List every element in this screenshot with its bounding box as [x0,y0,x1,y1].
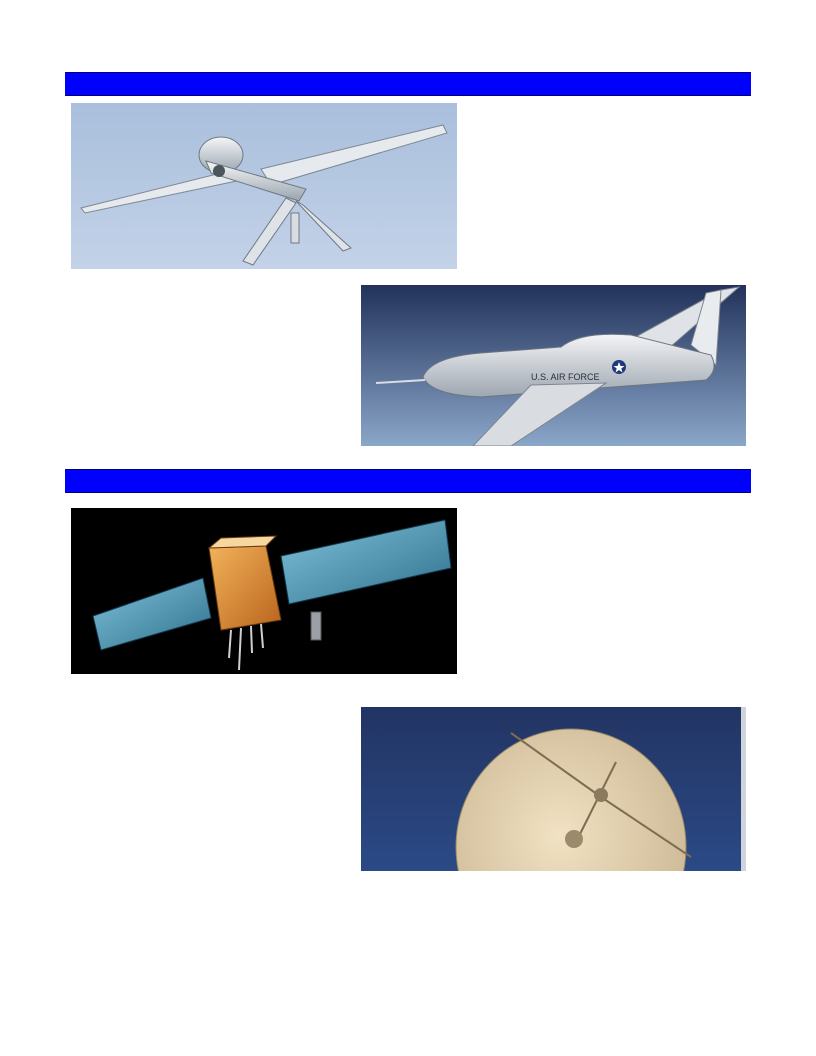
satellite-dish-photo [361,707,746,871]
section-header-bar-satellite [65,469,751,493]
satellite-photo [71,508,457,674]
global-hawk-drone-photo: U.S. AIR FORCE [361,285,746,446]
aircraft-marking-text: U.S. AIR FORCE [531,372,600,382]
section-header-bar-uav [65,72,751,96]
predator-drone-photo [71,103,457,269]
